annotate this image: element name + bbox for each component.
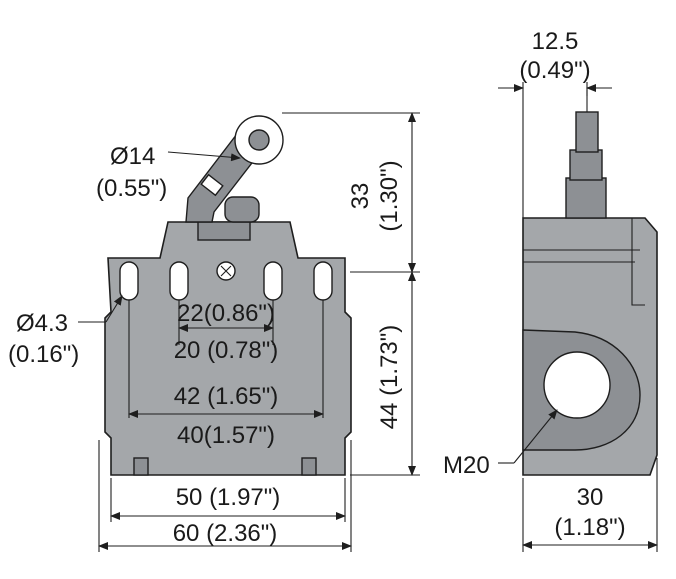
side-view xyxy=(522,90,658,476)
foot-right xyxy=(301,457,317,476)
label-roller-diameter: Ø14 xyxy=(110,143,155,170)
dimension-labels: Ø14 (0.55") 33 (1.30") 12.5 (0.49") Ø4.3… xyxy=(8,28,626,547)
head-block xyxy=(197,221,251,241)
mount-hole-1 xyxy=(119,261,139,301)
label-width-top-view: 12.5 xyxy=(532,28,579,55)
foot-left xyxy=(133,457,149,476)
plunger-mid xyxy=(569,149,603,181)
label-dim-40: 40(1.57") xyxy=(177,422,275,449)
front-dimensions xyxy=(78,112,420,552)
label-roller-diameter-in: (0.55") xyxy=(96,175,167,202)
lever-slot xyxy=(200,173,224,197)
mount-hole-4 xyxy=(313,261,333,301)
label-height-body: 44 (1.73") xyxy=(376,325,403,430)
label-hole-diameter-in: (0.16") xyxy=(8,341,79,368)
mount-hole-2 xyxy=(169,261,189,301)
screw-cross-icon xyxy=(220,265,232,277)
label-height-top-in: (1.30") xyxy=(376,160,403,231)
label-depth-in: (1.18") xyxy=(554,514,625,541)
plunger-top xyxy=(575,111,599,153)
m20-thread-hole xyxy=(543,351,611,419)
label-thread: M20 xyxy=(443,452,490,479)
lever-hub xyxy=(224,196,260,223)
label-dim-22: 22(0.86") xyxy=(177,300,275,327)
label-dim-60: 60 (2.36") xyxy=(173,520,278,547)
label-height-top: 33 xyxy=(347,183,374,210)
label-width-top-view-in: (0.49") xyxy=(519,57,590,84)
plunger-base xyxy=(565,177,607,219)
label-dim-20: 20 (0.78") xyxy=(174,337,279,364)
label-dim-50: 50 (1.97") xyxy=(176,484,281,511)
roller-axle xyxy=(248,129,270,151)
label-hole-diameter: Ø4.3 xyxy=(16,310,68,337)
mount-hole-3 xyxy=(263,261,283,301)
label-dim-42: 42 (1.65") xyxy=(174,383,279,410)
label-depth: 30 xyxy=(577,484,604,511)
side-dimensions xyxy=(498,82,658,552)
